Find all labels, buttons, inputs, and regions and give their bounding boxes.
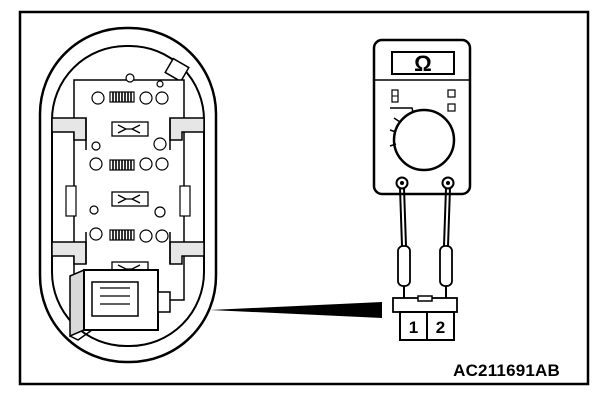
board-holes-row-1 xyxy=(91,73,169,151)
ohm-symbol: Ω xyxy=(414,51,432,76)
ohmmeter: Ω xyxy=(372,38,472,196)
figure-id-label: AC211691AB xyxy=(453,361,560,380)
board-holes-row-3 xyxy=(89,227,169,243)
pad-pattern-2 xyxy=(111,191,149,207)
test-lead-left xyxy=(397,187,411,298)
ohmmeter-display xyxy=(391,51,455,75)
switch-top-tab xyxy=(164,57,190,83)
rail-right xyxy=(179,185,191,217)
range-mark-upper xyxy=(447,89,456,98)
rail-left xyxy=(65,185,77,217)
switch-contact-1 xyxy=(109,91,135,103)
board-holes-row-2 xyxy=(89,157,169,218)
rotary-dial xyxy=(392,108,456,172)
bracket-lower xyxy=(51,232,205,265)
test-connector: 1 2 xyxy=(392,295,458,341)
bracket-upper xyxy=(51,117,205,150)
harness-connector xyxy=(69,268,171,341)
range-mark-lower xyxy=(447,103,456,112)
test-lead-right xyxy=(439,187,453,298)
circuit-board xyxy=(73,79,185,301)
switch-contact-3 xyxy=(109,229,135,241)
figure-frame xyxy=(18,10,590,386)
pad-pattern-1 xyxy=(111,121,149,137)
switch-contact-2 xyxy=(109,159,135,171)
connector-pin-1: 1 xyxy=(409,318,418,337)
leader-line xyxy=(210,302,382,318)
connector-pin-2: 2 xyxy=(436,318,445,337)
